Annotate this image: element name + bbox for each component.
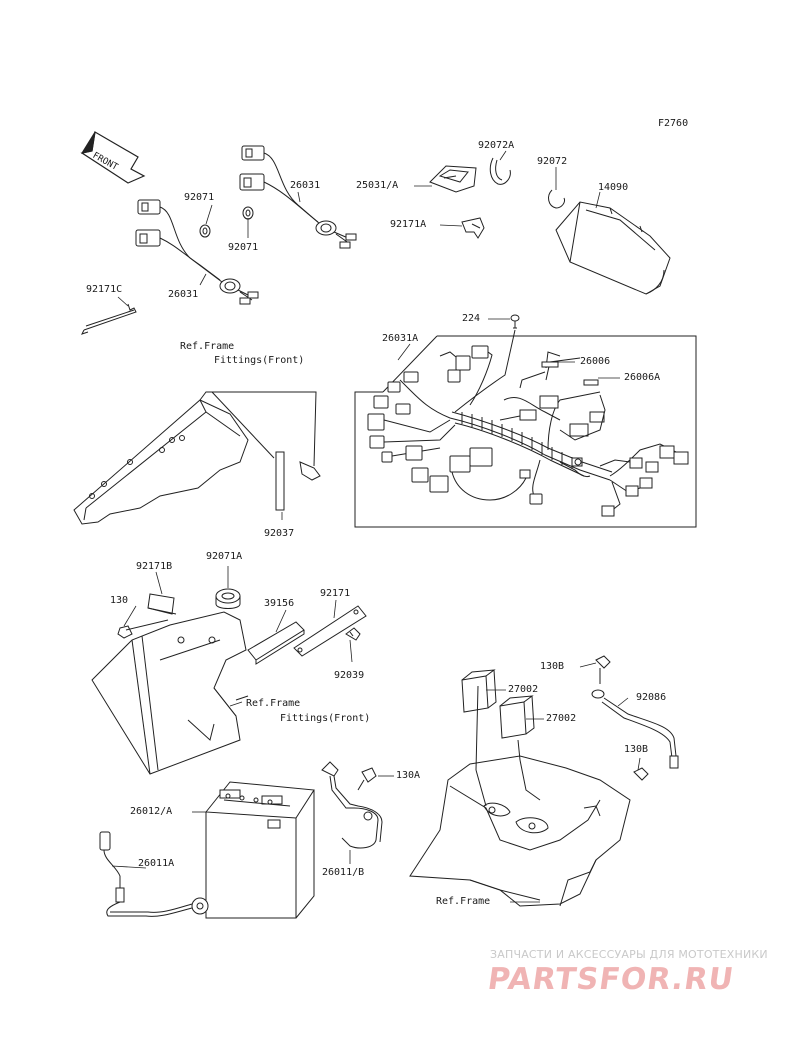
part-label-39156: 39156 xyxy=(264,598,295,609)
cable-92086-icon xyxy=(591,689,679,769)
cable-26011b-icon xyxy=(321,761,383,849)
bolt-130b-top-icon xyxy=(595,655,611,684)
harness-26031-right xyxy=(239,145,357,249)
front-fittings-frame xyxy=(73,391,317,525)
part-label-26012a: 26012/A xyxy=(130,806,173,817)
ref-frame-fittings-1-line1: Ref.Frame xyxy=(180,341,235,352)
part-label-26006: 26006 xyxy=(580,356,611,367)
part-label-92039: 92039 xyxy=(334,670,365,681)
main-harness-frame xyxy=(354,335,697,528)
pad-39156-icon xyxy=(247,621,305,665)
part-label-130b-top: 130B xyxy=(540,661,565,672)
part-label-92071-a: 92071 xyxy=(184,192,215,203)
part-label-92071-b: 92071 xyxy=(228,242,259,253)
part-label-92072a: 92072A xyxy=(478,140,515,151)
part-label-27002-b: 27002 xyxy=(546,713,577,724)
part-label-26031-lower: 26031 xyxy=(168,289,199,300)
part-label-92037: 92037 xyxy=(264,528,295,539)
leader-lines xyxy=(111,150,641,903)
ref-frame-fittings-1-line2: Fittings(Front) xyxy=(214,355,305,366)
part-label-14090: 14090 xyxy=(598,182,629,193)
part-label-26031a: 26031A xyxy=(382,333,419,344)
cable-26011a-icon xyxy=(99,831,209,917)
part-label-25031a: 25031/A xyxy=(356,180,399,191)
part-label-92072: 92072 xyxy=(537,156,568,167)
figure-code: F2760 xyxy=(658,118,689,129)
part-label-26011b: 26011/B xyxy=(322,867,365,878)
main-harness-26031a xyxy=(367,329,689,517)
clamp-92039-icon xyxy=(345,627,361,641)
clip-92072a-icon xyxy=(489,157,511,185)
clamp-92171c-icon xyxy=(81,303,137,335)
watermark-tagline: ЗАПЧАСТИ И АКСЕССУАРЫ ДЛЯ МОТОТЕХНИКИ xyxy=(490,948,768,961)
strap-92037-icon xyxy=(275,451,321,511)
part-label-92171: 92171 xyxy=(320,588,351,599)
part-label-92071a: 92071A xyxy=(206,551,243,562)
part-label-130: 130 xyxy=(110,595,129,606)
harness-26031-left xyxy=(135,199,259,305)
rear-frame-body xyxy=(409,685,631,907)
cover-14090-icon xyxy=(555,201,671,295)
clip-92072-icon xyxy=(548,189,565,209)
part-label-92086: 92086 xyxy=(636,692,667,703)
plate-92171b-icon xyxy=(147,593,177,615)
part-label-26031-upper: 26031 xyxy=(290,180,321,191)
relay-25031-icon xyxy=(429,165,477,193)
ref-frame-fittings-2-line2: Fittings(Front) xyxy=(280,713,371,724)
part-label-92171c: 92171C xyxy=(86,284,123,295)
ref-frame-fittings-2-line1: Ref.Frame xyxy=(246,698,301,709)
part-label-92171b: 92171B xyxy=(136,561,173,572)
ref-frame-3: Ref.Frame xyxy=(436,896,491,907)
bolt-130b-bottom-icon xyxy=(633,767,649,781)
relay-27002-icon xyxy=(461,669,535,739)
bolt-130-icon xyxy=(117,619,169,639)
grommet-92071-icon xyxy=(199,206,254,238)
strap-92171-icon xyxy=(293,605,367,657)
watermark-logo: PARTSFOR.RU xyxy=(485,962,737,997)
front-arrow-icon xyxy=(80,131,146,184)
part-label-27002-a: 27002 xyxy=(508,684,539,695)
battery-26012a-icon xyxy=(205,781,315,919)
part-label-224: 224 xyxy=(462,313,481,324)
screw-224-icon xyxy=(510,314,520,329)
part-26006-icon xyxy=(541,361,599,386)
clamp-92171a-icon xyxy=(461,217,485,239)
part-label-130b-bottom: 130B xyxy=(624,744,649,755)
battery-case-frame xyxy=(91,611,249,775)
bolt-130a-icon xyxy=(357,767,377,791)
part-label-130a: 130A xyxy=(396,770,421,781)
grommet-92071a-icon xyxy=(215,588,241,609)
part-label-26006a: 26006A xyxy=(624,372,661,383)
part-label-92171a: 92171A xyxy=(390,219,427,230)
part-label-26011a: 26011A xyxy=(138,858,175,869)
